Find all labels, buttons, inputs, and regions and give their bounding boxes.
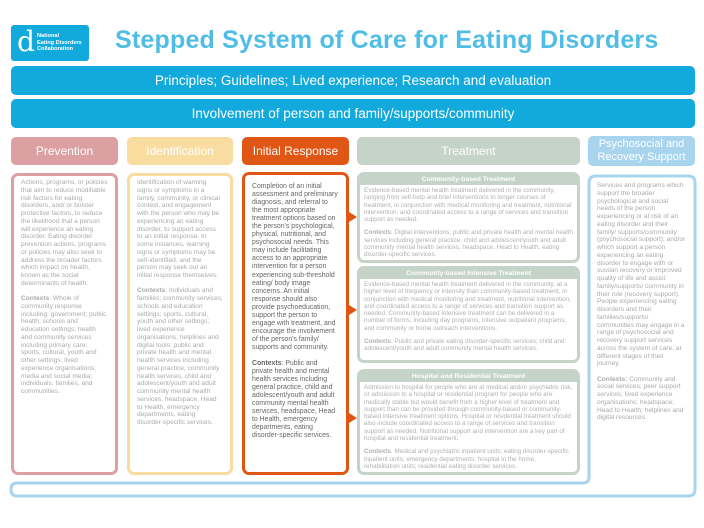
- psychosocial-description: Services and programs which support the …: [597, 182, 686, 368]
- psychosocial-contexts: Community and social services; peer supp…: [597, 375, 684, 422]
- contexts-label: Contexts: [137, 287, 166, 295]
- involvement-banner: Involvement of person and family/support…: [11, 99, 695, 128]
- prevention-contexts: : Whole of community response including:…: [21, 295, 107, 396]
- contexts-label: Contexts: [364, 448, 391, 456]
- arrow-right-icon: [349, 212, 357, 222]
- level-contexts: : Medical and psychiatric inpatient unit…: [364, 448, 569, 470]
- contexts-label: Contexts: [252, 359, 282, 367]
- level-contexts: : Digital interventions; public and priv…: [364, 229, 573, 259]
- level-description: Admission to hospital for people who are…: [364, 384, 573, 443]
- logo-line: National: [37, 33, 60, 39]
- level-contexts: : Public and private eating disorder-spe…: [364, 338, 565, 353]
- logo-letter: d: [17, 25, 35, 58]
- contexts-label: Contexts: [364, 338, 391, 346]
- identification-description: Identification of warning signs or sympt…: [137, 179, 220, 279]
- arrow-right-icon: [349, 305, 357, 315]
- level-description: Evidence-based mental health treatment d…: [364, 187, 572, 224]
- level-description: Evidence-based mental health treatment d…: [364, 281, 571, 332]
- community-treatment-box: Community-based Treatment Evidence-based…: [357, 172, 580, 263]
- logo-text: National Eating Disorders Collaboration: [37, 33, 82, 53]
- psychosocial-box: Services and programs which support the …: [594, 180, 690, 470]
- logo-line: Eating Disorders: [37, 39, 82, 46]
- page-title: Stepped System of Care for Eating Disord…: [115, 26, 659, 54]
- contexts-label: Contexts: [21, 295, 50, 303]
- hospital-treatment-box: Hospital and Residential Treatment Admis…: [357, 369, 580, 475]
- arrow-right-icon: [349, 413, 357, 423]
- initial-response-header: Initial Response: [242, 137, 349, 165]
- prevention-box: Actions, programs, or policies that aim …: [11, 173, 118, 475]
- contexts-label: Contexts:: [597, 375, 628, 383]
- level-heading: Community-based Treatment: [421, 176, 516, 183]
- principles-banner: Principles; Guidelines; Lived experience…: [11, 66, 695, 95]
- identification-contexts: : Individuals and families; community se…: [137, 287, 223, 427]
- nedc-logo: d National Eating Disorders Collaboratio…: [11, 25, 89, 61]
- identification-header: Identification: [127, 137, 233, 165]
- level-heading: Community-based Intensive Treatment: [405, 270, 531, 277]
- intensive-treatment-box: Community-based Intensive Treatment Evid…: [357, 266, 580, 363]
- contexts-label: Contexts: [364, 229, 391, 237]
- initial-response-contexts: : Public and private health and mental h…: [252, 359, 336, 440]
- logo-line: Collaboration: [37, 46, 74, 53]
- level-heading: Hospital and Residential Treatment: [411, 373, 526, 380]
- psychosocial-header: Psychosocial and Recovery Support: [588, 136, 695, 166]
- identification-box: Identification of warning signs or sympt…: [127, 173, 233, 475]
- initial-response-description: Completion of an initial assessment and …: [252, 183, 338, 351]
- initial-response-box: Completion of an initial assessment and …: [242, 172, 349, 475]
- prevention-header: Prevention: [11, 137, 118, 165]
- prevention-description: Actions, programs, or policies that aim …: [21, 179, 108, 287]
- treatment-header: Treatment: [357, 137, 580, 165]
